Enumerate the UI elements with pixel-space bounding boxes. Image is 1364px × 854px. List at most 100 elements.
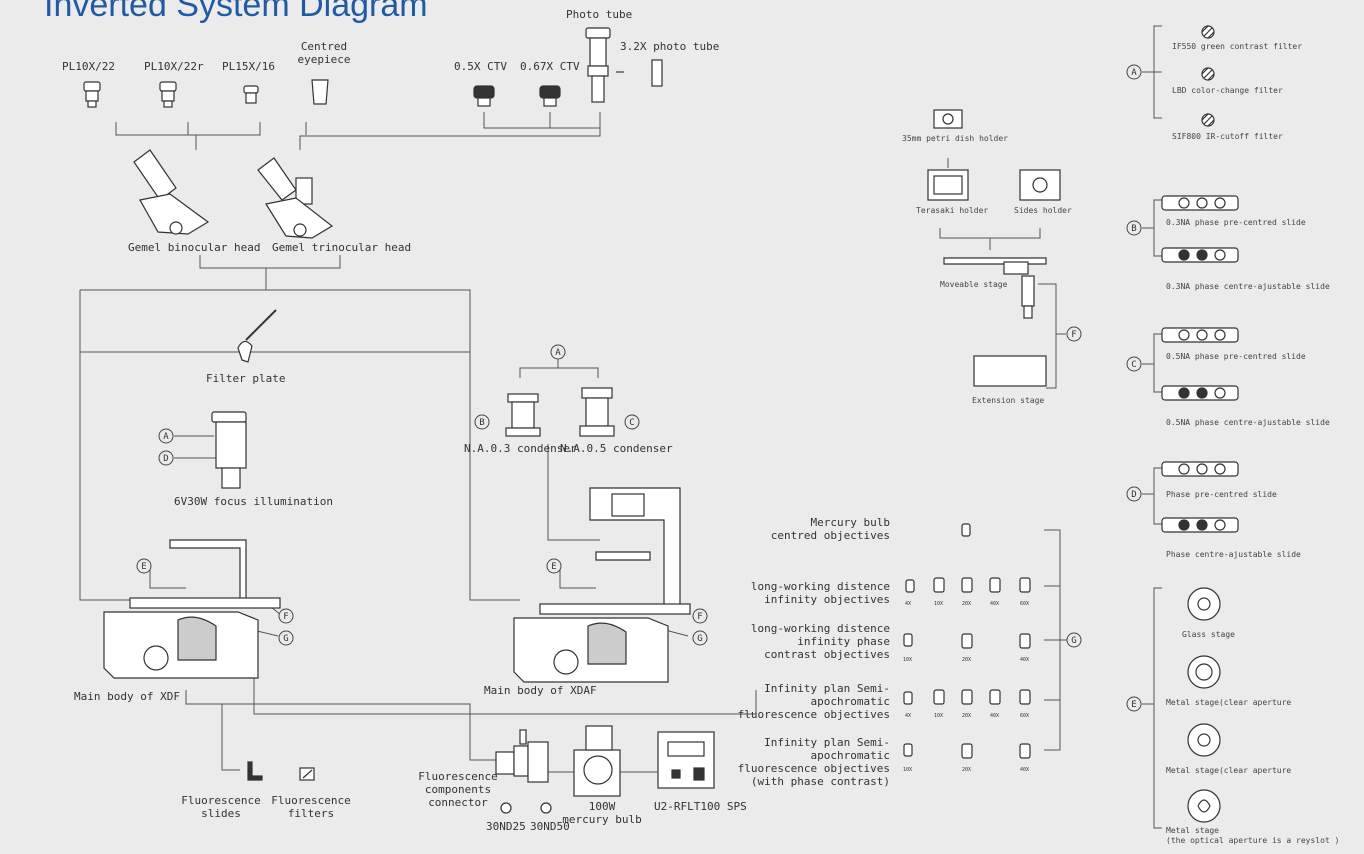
ctv-05-label: 0.5X CTV — [454, 60, 507, 73]
focus-illumination-icon — [212, 412, 246, 488]
filter-label: LBD color-change filter — [1172, 86, 1283, 96]
trinocular-head-icon — [258, 158, 332, 238]
slide-label: Phase pre-centred slide — [1166, 490, 1277, 500]
objective-mag: 20X — [962, 710, 971, 723]
filter-plate-label: Filter plate — [206, 372, 285, 385]
marker-e: E — [1131, 700, 1136, 710]
eyepiece-label: PL10X/22r — [144, 60, 204, 73]
photo-tube-32x-label: 3.2X photo tube — [620, 40, 719, 53]
marker-c: C — [1131, 360, 1136, 370]
filter-label: IF550 green contrast filter — [1172, 42, 1302, 52]
marker-d: D — [163, 454, 168, 464]
condenser-na05-label: N.A.0.5 condenser — [560, 442, 673, 455]
petri-dish-holder-label: 35mm petri dish holder — [902, 134, 1008, 144]
marker-g: G — [283, 634, 288, 644]
fluorescence-slides-icon — [248, 762, 262, 780]
main-body-xdf-label: Main body of XDF — [74, 690, 180, 703]
filter-plate-icon — [238, 310, 276, 362]
nd-filter-icon — [541, 803, 551, 813]
fluorescence-connector-label: Fluorescence components connector — [410, 770, 506, 809]
slide-label: 0.3NA phase pre-centred slide — [1166, 218, 1306, 228]
slide-label: 0.5NA phase pre-centred slide — [1166, 352, 1306, 362]
marker-e: E — [141, 562, 146, 572]
stage-label: Glass stage — [1182, 630, 1235, 640]
objective-mag: 40X — [990, 710, 999, 723]
eyepiece-icon — [84, 82, 100, 107]
main-body-xdaf-label: Main body of XDAF — [484, 684, 597, 697]
binocular-head-icon — [134, 150, 208, 234]
marker-b: B — [479, 418, 484, 428]
eyepiece-label: Centred eyepiece — [294, 40, 354, 66]
power-supply-label: U2-RFLT100 SPS — [654, 800, 747, 813]
extension-stage-icon — [974, 356, 1046, 386]
objective-mag: 40X — [990, 598, 999, 611]
objective-mag: 10X — [934, 598, 943, 611]
objective-row-label: Infinity plan Semi- apochromatic fluores… — [700, 682, 890, 721]
objective-mag: 60X — [1020, 710, 1029, 723]
objective-row-label: Mercury bulb centred objectives — [700, 516, 890, 542]
petri-dish-holder-icon — [934, 110, 962, 128]
eyepiece-label: PL10X/22 — [62, 60, 115, 73]
fluorescence-slides-label: Fluorescence slides — [176, 794, 266, 820]
trinocular-head-label: Gemel trinocular head — [272, 241, 411, 254]
stage-label: Metal stage(clear aperture — [1166, 766, 1291, 776]
marker-g: G — [1071, 636, 1076, 646]
objective-row-label: Infinity plan Semi- apochromatic fluores… — [700, 736, 890, 788]
marker-d: D — [1131, 490, 1136, 500]
marker-a: A — [1131, 68, 1137, 78]
main-body-xdf-icon — [104, 540, 280, 678]
filter-label: SIF800 IR-cutoff filter — [1172, 132, 1283, 142]
moveable-stage-label: Moveable stage — [940, 280, 1007, 290]
objective-mag: 40X — [1020, 764, 1029, 777]
fluorescence-filters-label: Fluorescence filters — [266, 794, 356, 820]
terasaki-holder-icon — [928, 170, 968, 200]
eyepiece-label: PL15X/16 — [222, 60, 275, 73]
objective-row-label: long-working distence infinity objective… — [700, 580, 890, 606]
objective-mag: 20X — [962, 764, 971, 777]
mercury-bulb-label: 100W mercury bulb — [562, 800, 642, 826]
objective-mag: 4X — [905, 710, 911, 723]
binocular-head-label: Gemel binocular head — [128, 241, 260, 254]
objective-mag: 20X — [962, 598, 971, 611]
filter-disc-icons — [1202, 26, 1214, 126]
stage-label: Metal stage(clear aperture — [1166, 698, 1291, 708]
eyepiece-icon — [244, 86, 258, 103]
eyepiece-icon — [312, 80, 328, 104]
mercury-lamp-icon — [574, 726, 620, 796]
extension-stage-label: Extension stage — [972, 396, 1044, 406]
nd25-label: 30ND25 — [486, 820, 526, 833]
marker-f: F — [697, 612, 702, 622]
slide-label: Phase centre-ajustable slide — [1166, 550, 1301, 560]
phase-slide-icons — [1162, 196, 1238, 532]
marker-a: A — [555, 348, 561, 358]
marker-f: F — [1071, 330, 1076, 340]
slide-label: 0.3NA phase centre-ajustable slide — [1166, 282, 1330, 292]
photo-tube-icon — [586, 28, 610, 102]
ctv-icon — [540, 86, 560, 106]
objective-row-label: long-working distence infinity phase con… — [700, 622, 890, 661]
photo-tube-label: Photo tube — [566, 8, 632, 21]
main-body-xdaf-icon — [514, 488, 690, 682]
ctv-067-label: 0.67X CTV — [520, 60, 580, 73]
marker-b: B — [1131, 224, 1136, 234]
marker-e: E — [551, 562, 556, 572]
condenser-na03-icon — [506, 394, 540, 436]
photo-tube-32x-icon — [652, 60, 662, 86]
marker-c: C — [629, 418, 634, 428]
focus-illumination-label: 6V30W focus illumination — [174, 495, 333, 508]
eyepiece-icon — [160, 82, 176, 107]
objective-mag: 10X — [903, 764, 912, 777]
fluorescence-filters-icon — [300, 768, 314, 780]
marker-a: A — [163, 432, 169, 442]
ctv-icon — [474, 86, 494, 106]
stage-label: Metal stage (the optical aperture is a r… — [1166, 826, 1339, 846]
objective-mag: 10X — [934, 710, 943, 723]
objective-mag: 10X — [903, 654, 912, 667]
objective-mag: 4X — [905, 598, 911, 611]
sides-holder-icon — [1020, 170, 1060, 200]
condenser-na05-icon — [580, 388, 614, 436]
marker-f: F — [283, 612, 288, 622]
objective-mag: 60X — [1020, 598, 1029, 611]
